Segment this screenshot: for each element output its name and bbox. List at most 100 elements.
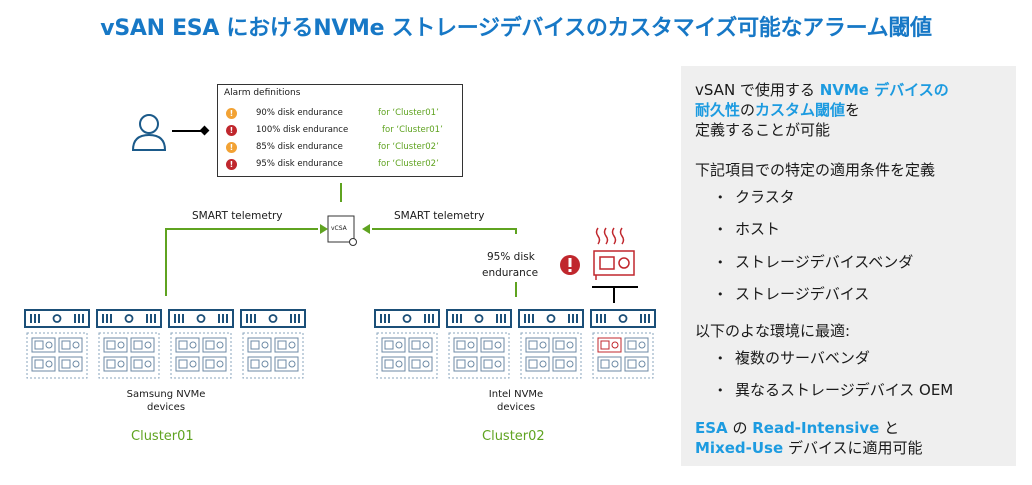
panel-text: デバイスに適用可能 [783, 439, 923, 457]
nvme-disk-icon [58, 337, 83, 353]
panel-text: の [727, 419, 753, 437]
panel-highlight: 耐久性 [695, 101, 741, 119]
alarm-target: for ‘Cluster01’ [382, 125, 443, 135]
nvme-disk-icon [525, 356, 550, 372]
nvme-disk-icon [103, 337, 128, 353]
server-icon [240, 309, 306, 379]
bullet-item: • 複数のサーバベンダ [717, 348, 870, 369]
alarm-target: for ‘Cluster02’ [378, 142, 439, 152]
nvme-disk-icon [202, 356, 227, 372]
alarm-target: for ‘Cluster02’ [378, 159, 439, 169]
nvme-disk-icon [175, 337, 200, 353]
nvme-disk-icon [274, 337, 299, 353]
cluster2-devices-line1: Intel NVMe [488, 389, 544, 400]
bullet-icon: • [717, 287, 724, 301]
server-icon [24, 309, 90, 379]
nvme-disk-icon [552, 337, 577, 353]
nvme-disk-icon [130, 356, 155, 372]
nvme-disk-icon [31, 356, 56, 372]
cluster2-devices-line2: devices [496, 402, 536, 413]
alarm-label: 90% disk endurance [256, 108, 343, 118]
bullet-icon: • [717, 383, 724, 397]
telemetry-label-right: SMART telemetry [394, 210, 485, 222]
bullet-icon: • [717, 222, 724, 236]
server-icon [374, 309, 440, 379]
critical-icon: ! [226, 125, 237, 136]
failing-nvme-card-icon [593, 227, 635, 280]
nvme-disk-icon [624, 337, 649, 353]
nvme-disk-icon [202, 337, 227, 353]
bullet-item: • ホスト [717, 219, 780, 240]
panel-text: vSAN で使用する [695, 81, 820, 99]
nvme-disk-icon [274, 356, 299, 372]
vcsa-label: vCSA [331, 225, 347, 232]
user-connector-line [172, 125, 210, 136]
panel-paragraph-3: 以下のよな環境に最適: [695, 322, 851, 340]
user-icon [131, 114, 167, 151]
bullet-text: 複数のサーバベンダ [735, 349, 870, 367]
cluster2-devices-label: Intel NVMe devices [446, 388, 586, 414]
server-racks [24, 309, 656, 379]
nvme-disk-icon [175, 356, 200, 372]
bullet-text: クラスタ [735, 188, 795, 206]
bullet-item: •クラスタ [717, 187, 795, 208]
alarm-definitions-panel: Alarm definitions ! 90% disk endurance f… [217, 84, 463, 177]
panel-highlight: Mixed-Use [695, 439, 784, 457]
telemetry-arrow-left [165, 224, 328, 296]
cluster1-devices-label: Samsung NVMe devices [96, 388, 236, 414]
nvme-disk-icon [480, 356, 505, 372]
critical-icon: ! [226, 159, 237, 170]
panel-paragraph-1: vSAN で使用する NVMe デバイスの 耐久性のカスタム閾値を 定義すること… [695, 80, 949, 140]
nvme-disk-icon [130, 337, 155, 353]
nvme-disk-icon [31, 337, 56, 353]
telemetry-label-left: SMART telemetry [192, 210, 283, 222]
nvme-disk-icon [597, 337, 622, 353]
alarm-label: 95% disk endurance [256, 159, 343, 169]
bullet-text: ストレージデバイスベンダ [735, 253, 914, 271]
alarm-label: 85% disk endurance [256, 142, 343, 152]
nvme-disk-icon [247, 337, 272, 353]
nvme-disk-icon [247, 356, 272, 372]
server-icon [446, 309, 512, 379]
vcsa-appliance-icon [327, 215, 357, 246]
nvme-disk-icon [58, 356, 83, 372]
warning-icon: ! [226, 142, 237, 153]
cluster1-devices-line2: devices [146, 402, 186, 413]
nvme-disk-icon [480, 337, 505, 353]
nvme-disk-icon [624, 356, 649, 372]
nvme-disk-icon [103, 356, 128, 372]
bullet-icon: • [717, 255, 724, 269]
bullet-item: • ストレージデバイスベンダ [717, 252, 913, 273]
bullet-text: ストレージデバイス [735, 285, 870, 303]
telemetry-arrow-right [362, 224, 517, 297]
warning-icon: ! [226, 108, 237, 119]
alarm-label: 100% disk endurance [256, 125, 349, 135]
panel-paragraph-4: ESA の Read-Intensive と Mixed-Use デバイスに適用… [695, 418, 923, 458]
nvme-disk-icon [381, 337, 406, 353]
bullet-icon: • [717, 351, 724, 365]
bullet-text: ホスト [735, 220, 781, 238]
endurance-note-line2: endurance [482, 267, 539, 279]
nvme-disk-icon [453, 337, 478, 353]
cluster1-devices-line1: Samsung NVMe [126, 389, 206, 400]
panel-text: の [740, 101, 756, 119]
critical-alert-icon [560, 255, 580, 275]
panel-highlight: Read-Intensive [752, 419, 880, 437]
nvme-disk-icon [552, 356, 577, 372]
server-icon [518, 309, 584, 379]
endurance-note-line1: 95% disk [487, 251, 535, 263]
panel-highlight: ESA [695, 419, 728, 437]
server-icon [96, 309, 162, 379]
panel-text: を [845, 101, 861, 119]
server-icon [590, 309, 656, 379]
page-title: vSAN ESA におけるNVMe ストレージデバイスのカスタマイズ可能なアラー… [100, 16, 932, 41]
info-panel: vSAN で使用する NVMe デバイスの 耐久性のカスタム閾値を 定義すること… [681, 66, 1016, 466]
bullet-item: • 異なるストレージデバイス OEM [717, 380, 953, 401]
alarm-definitions-header: Alarm definitions [224, 88, 301, 98]
panel-paragraph-2: 下記項目での特定の適用条件を定義 [695, 161, 936, 179]
nvme-disk-icon [525, 337, 550, 353]
nvme-disk-icon [597, 356, 622, 372]
bullet-text: 異なるストレージデバイス OEM [735, 381, 954, 399]
failing-card-stand [592, 286, 638, 303]
